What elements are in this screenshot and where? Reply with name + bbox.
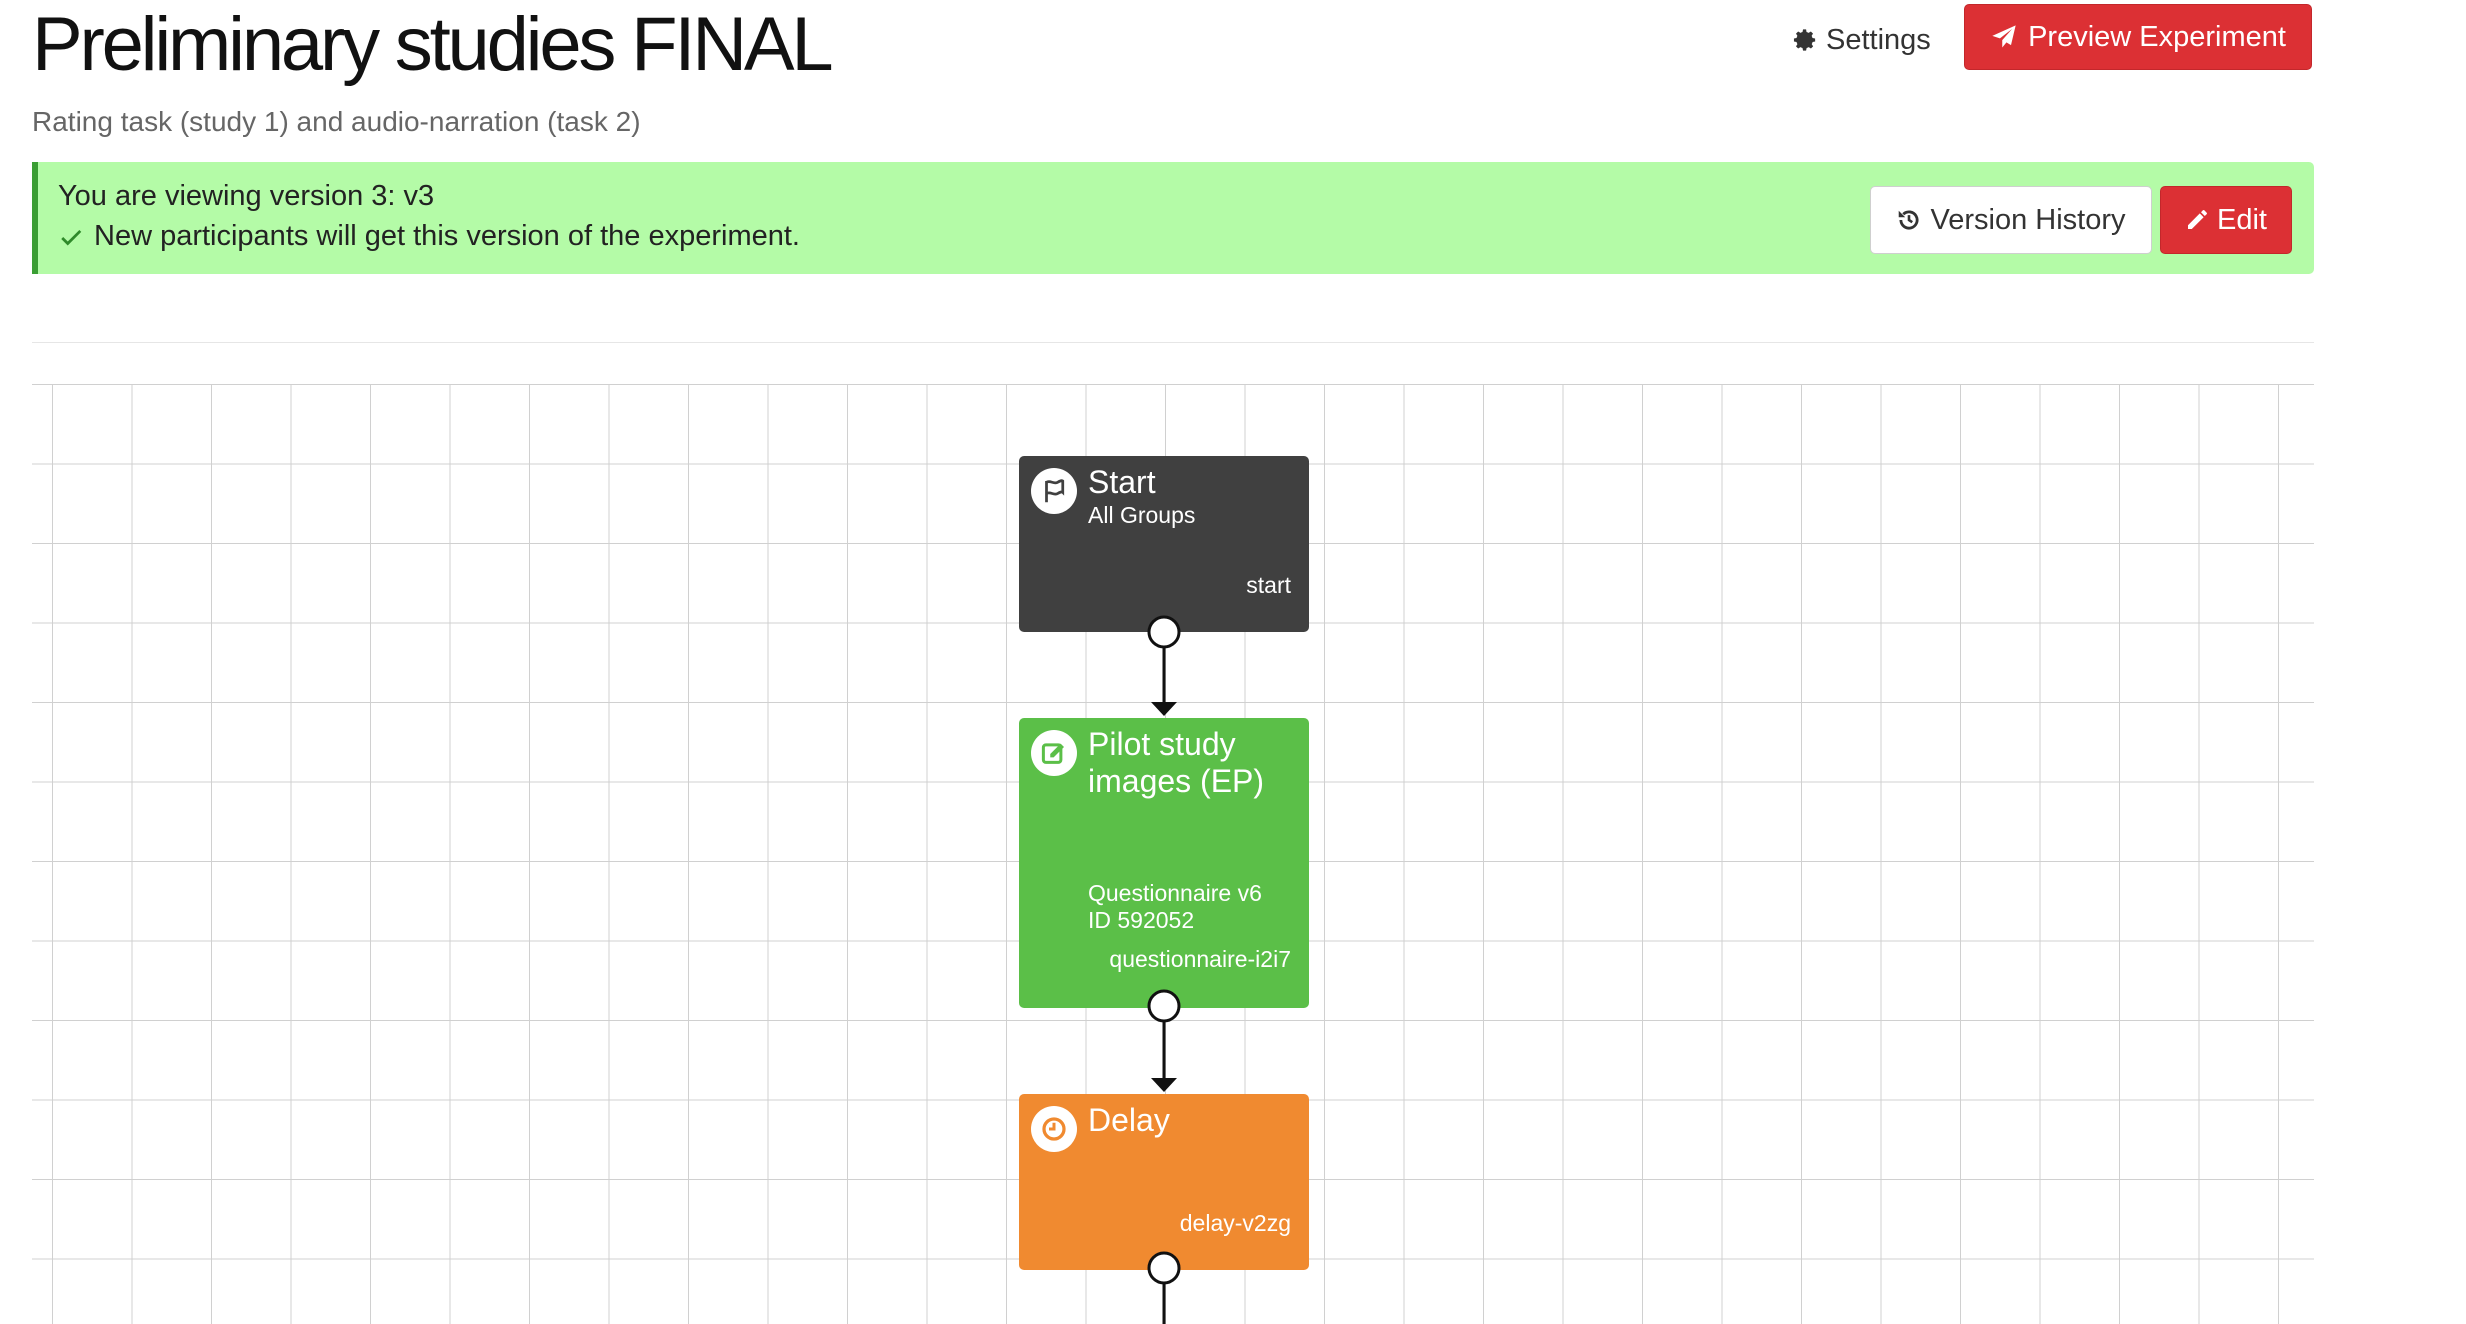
version-history-label: Version History xyxy=(1930,203,2126,236)
settings-button[interactable]: Settings xyxy=(1792,20,1931,60)
paper-plane-icon xyxy=(1990,23,2018,51)
arrow-head xyxy=(1151,1078,1177,1092)
edit-label: Edit xyxy=(2217,203,2267,236)
clock-icon xyxy=(1031,1106,1077,1152)
flow-node-delay[interactable]: Delay delay-v2zg xyxy=(1019,1094,1309,1270)
node-title: Delay xyxy=(1088,1102,1170,1138)
version-banner: You are viewing version 3: v3 New partic… xyxy=(32,162,2314,274)
flag-icon xyxy=(1031,468,1077,514)
version-history-button[interactable]: Version History xyxy=(1870,186,2152,254)
version-status-line: New participants will get this version o… xyxy=(58,220,800,253)
check-icon xyxy=(58,224,84,250)
output-port[interactable] xyxy=(1147,989,1181,1023)
flow-node-questionnaire[interactable]: Pilot study images (EP) Questionnaire v6… xyxy=(1019,718,1309,1008)
flow-canvas[interactable]: Start All Groups start Pilot study image… xyxy=(32,384,2314,1324)
node-title: Start xyxy=(1088,464,1156,500)
node-id: start xyxy=(1246,572,1291,598)
pencil-icon xyxy=(2185,208,2209,232)
node-id: questionnaire-i2i7 xyxy=(1109,946,1291,972)
page-title: Preliminary studies FINAL xyxy=(32,2,834,87)
output-port[interactable] xyxy=(1147,615,1181,649)
arrow-head xyxy=(1151,702,1177,716)
divider xyxy=(32,342,2314,343)
node-title: Pilot study images (EP) xyxy=(1088,726,1265,799)
flow-node-start[interactable]: Start All Groups start xyxy=(1019,456,1309,632)
node-subtitle-id: ID 592052 xyxy=(1088,907,1195,933)
preview-experiment-button[interactable]: Preview Experiment xyxy=(1964,4,2312,70)
page-subtitle: Rating task (study 1) and audio-narratio… xyxy=(32,106,641,137)
gear-icon xyxy=(1792,27,1818,53)
node-subtitle: Questionnaire v6 xyxy=(1088,880,1262,906)
node-id: delay-v2zg xyxy=(1179,1210,1291,1236)
edit-square-icon xyxy=(1031,730,1077,776)
version-info-text: You are viewing version 3: v3 xyxy=(58,180,435,212)
node-subtitle: All Groups xyxy=(1088,502,1196,528)
output-port[interactable] xyxy=(1147,1251,1181,1285)
settings-label: Settings xyxy=(1826,23,1931,56)
preview-experiment-label: Preview Experiment xyxy=(2028,20,2286,53)
version-status-text: New participants will get this version o… xyxy=(94,220,800,252)
history-icon xyxy=(1896,207,1922,233)
edit-button[interactable]: Edit xyxy=(2160,186,2292,254)
